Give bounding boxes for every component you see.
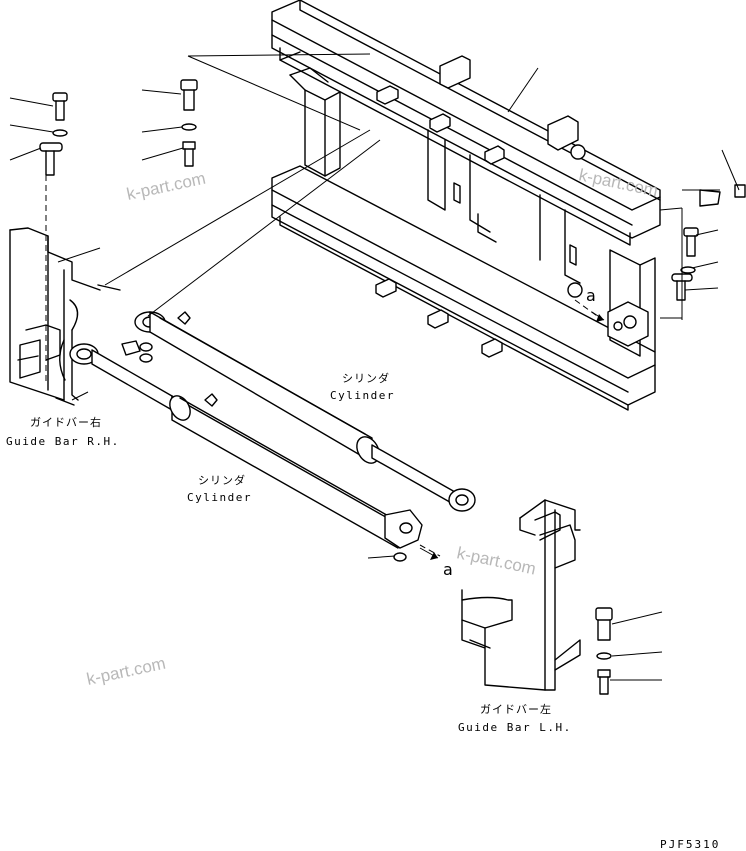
- watermark: k-part.com: [577, 165, 659, 200]
- guide-bar-rh-label-en: Guide Bar R.H.: [6, 435, 120, 448]
- cylinder-upper-label-jp: シリンダ: [342, 371, 390, 385]
- watermark: k-part.com: [455, 543, 537, 578]
- guide-bar-lh: [461, 499, 581, 691]
- cylinder-upper-label-en: Cylinder: [330, 389, 395, 402]
- hardware: [39, 79, 746, 695]
- leader-lines: [9, 53, 740, 681]
- reference-a-lower: a: [443, 560, 453, 579]
- drawing-code: PJF5310: [660, 838, 720, 851]
- guide-bar-rh: [9, 227, 121, 406]
- cylinder-lower-label-jp: シリンダ: [198, 473, 246, 487]
- watermark: k-part.com: [125, 169, 207, 204]
- cylinder-lower: [69, 343, 423, 549]
- guide-bar-lh-label-jp: ガイドバー左: [480, 703, 552, 716]
- guide-bar-rh-label-jp: ガイドバー右: [30, 415, 102, 429]
- carriage-frame: [271, 0, 661, 411]
- reference-a-upper: a: [586, 286, 596, 305]
- guide-bar-lh-label-en: Guide Bar L.H.: [458, 721, 572, 734]
- cylinder-lower-label-en: Cylinder: [187, 491, 252, 504]
- cylinder-upper: [134, 311, 476, 512]
- watermark: k-part.com: [85, 654, 167, 689]
